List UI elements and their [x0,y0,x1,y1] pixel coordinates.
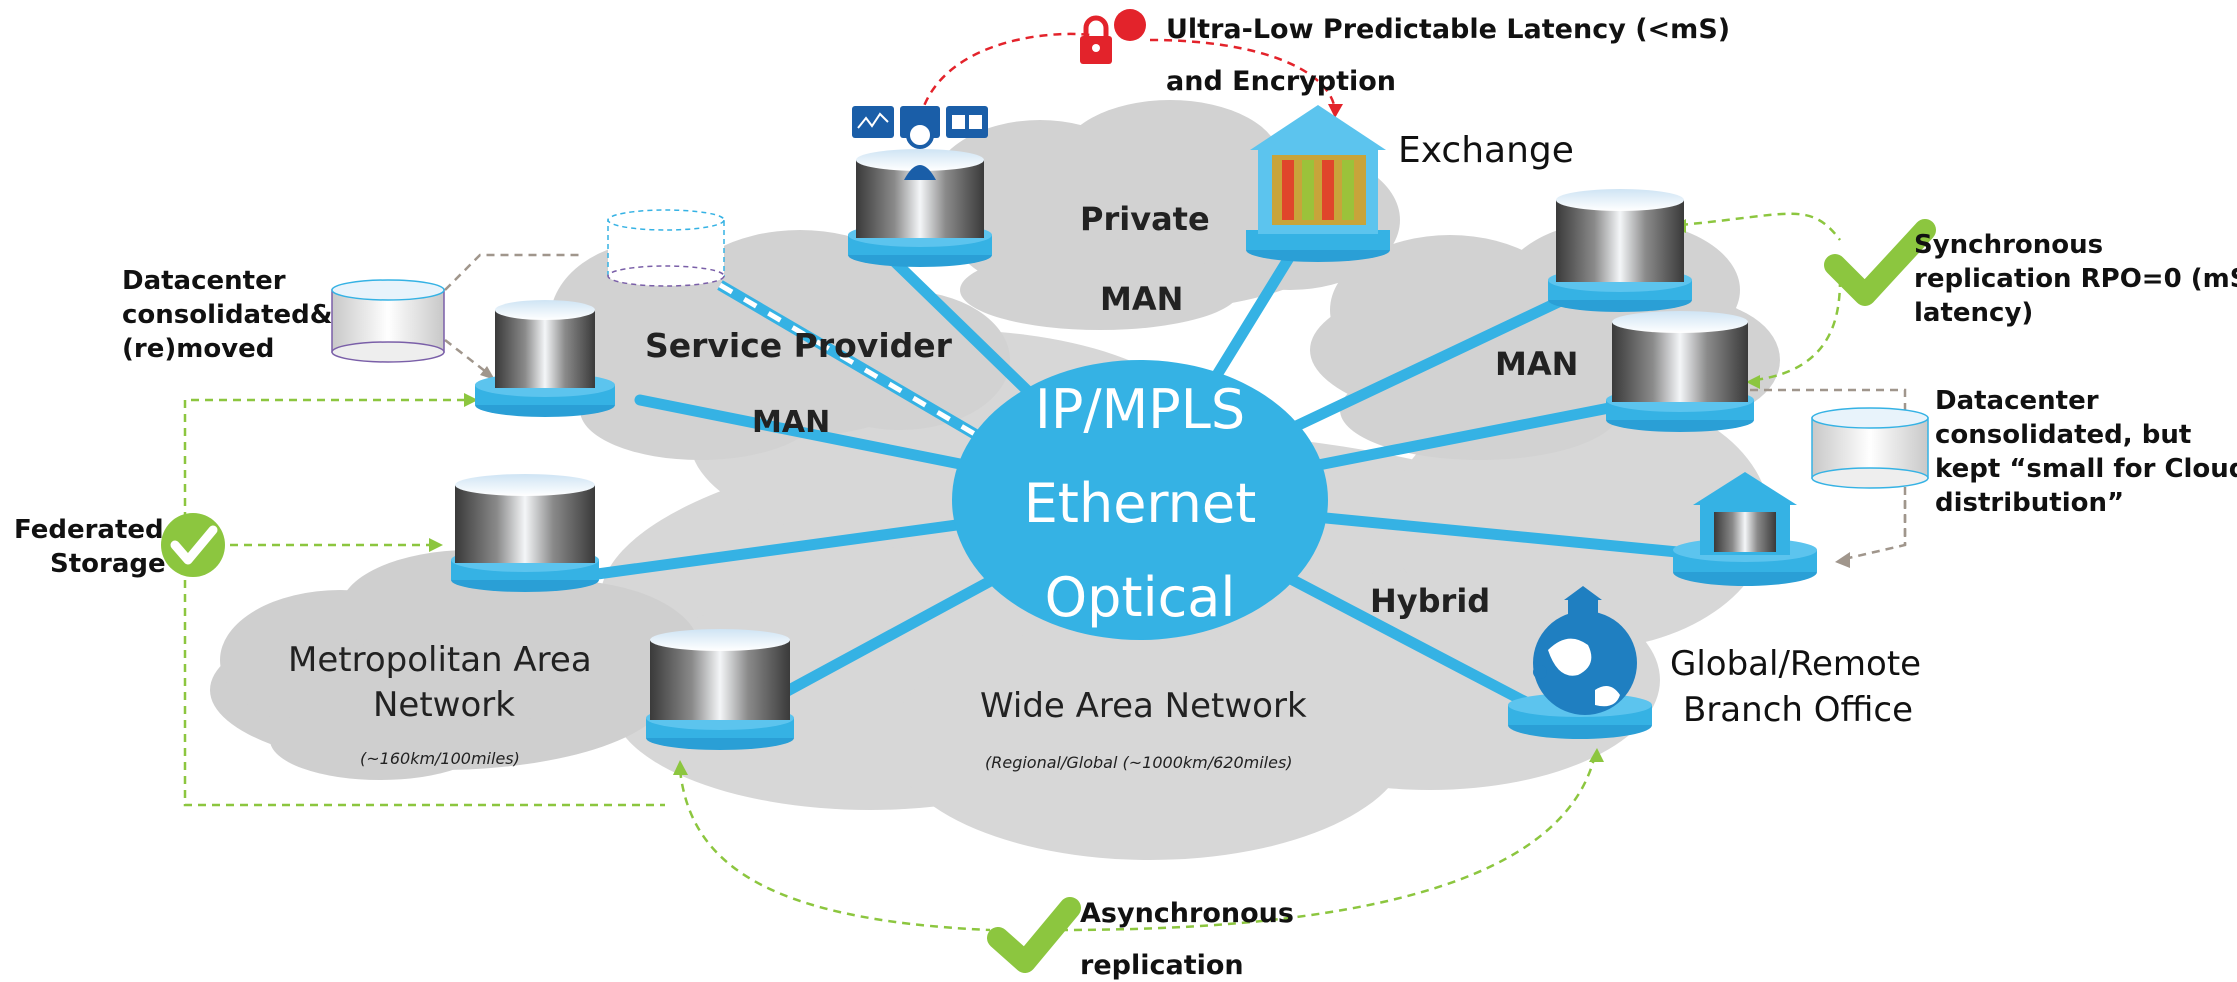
branch-office-icon [1673,472,1817,586]
exchange-label: Exchange [1398,130,1574,171]
dc-removed-line1: Datacenter [122,266,286,296]
sync-line3: latency) [1914,298,2034,328]
private-man-label: MAN [1100,280,1184,318]
metro-note: (~160km/100miles) [360,749,520,768]
check-icon [161,513,225,577]
sync-line1: Synchronous [1914,230,2104,260]
private-label: Private [1080,200,1210,238]
async-line2: replication [1080,950,1244,981]
metro-cloud [210,550,700,780]
latency-line2: and Encryption [1166,66,1397,97]
async-line1: Asynchronous [1080,898,1294,929]
latency-arc [918,32,1337,119]
federated-line2: Storage [50,549,166,579]
datacenter-removed-icon [607,209,725,287]
datacenter-icon [475,300,615,417]
dc-removed-line3: (re)moved [122,334,275,364]
wan-title: Wide Area Network [980,686,1307,726]
latency-line1: Ultra-Low Predictable Latency (<mS) [1166,14,1731,45]
metro-title-line2: Network [373,685,515,725]
hub-label-line2: Ethernet [1023,472,1257,535]
dc-kept-line3: kept “small for Cloud [1935,454,2237,484]
right-man-label: MAN [1495,345,1579,383]
lock-icon [1080,9,1146,64]
globe-icon [1508,586,1652,739]
metro-title-line1: Metropolitan Area [288,640,592,680]
hub-ellipse [952,360,1328,640]
branch-line2: Branch Office [1683,690,1913,730]
branch-line1: Global/Remote [1670,644,1922,684]
datacenter-icon [646,629,794,750]
datacenter-icon [451,474,599,592]
datacenter-icon [1548,189,1692,312]
datacenter-moved-icon [331,279,445,363]
exchange-building-icon [1246,105,1390,262]
brown-dashed-arrows [444,253,1907,562]
check-icon [987,897,1081,973]
dc-kept-line1: Datacenter [1935,386,2099,416]
hybrid-label: Hybrid [1370,582,1491,620]
dc-kept-line4: distribution” [1935,488,2125,518]
dc-removed-line2: consolidated& [122,300,333,330]
service-provider-cloud [550,230,1010,460]
service-provider-man-label: MAN [752,405,831,440]
dc-kept-line2: consolidated, but [1935,420,2192,450]
federated-line1: Federated [14,515,164,545]
service-provider-label: Service Provider [645,326,952,365]
check-icon [1824,219,1936,306]
wan-note: (Regional/Global (~1000km/620miles) [985,753,1293,772]
green-dashed-arrows [183,212,1842,932]
sync-line2: replication RPO=0 (mS [1914,264,2237,294]
dashboard-icon [852,106,988,180]
hub-label-line1: IP/MPLS [1034,378,1246,441]
datacenter-kept-icon [1811,407,1929,489]
hub-label-line3: Optical [1044,566,1236,629]
datacenter-icon [1606,311,1754,432]
